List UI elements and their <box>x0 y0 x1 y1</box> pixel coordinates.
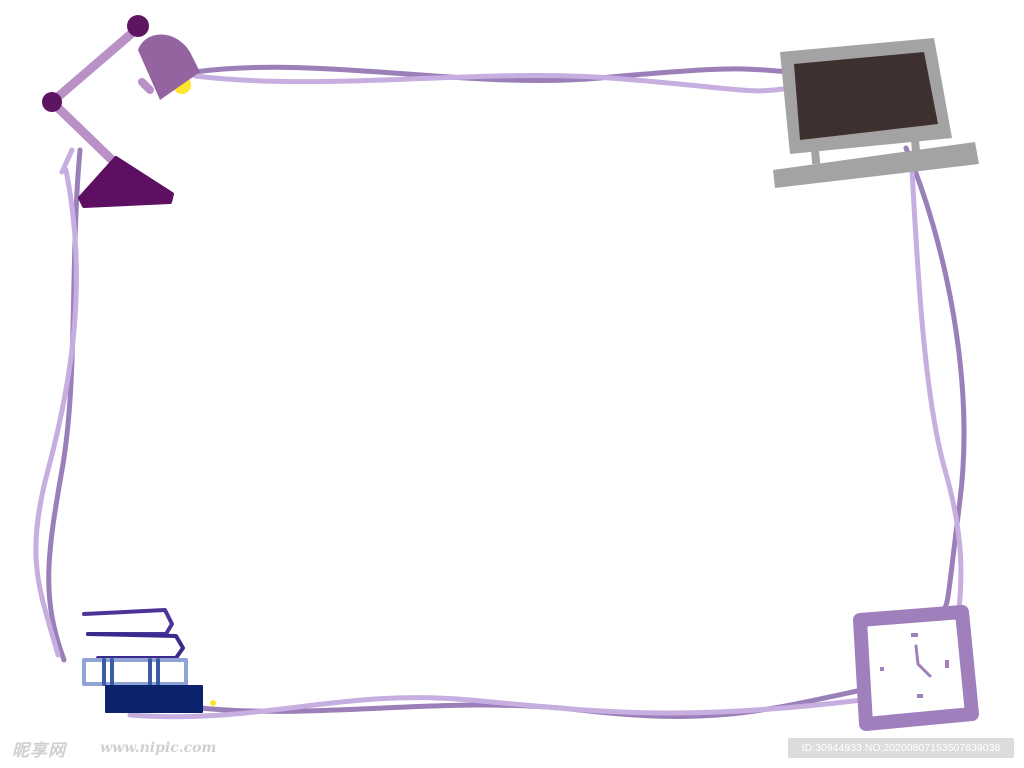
wall-clock-icon <box>853 605 979 731</box>
computer-monitor-icon <box>773 38 979 188</box>
bottom-border <box>127 687 865 720</box>
top-border <box>192 64 793 94</box>
book-stack-icon <box>82 608 216 713</box>
left-border <box>33 147 83 663</box>
watermark-logo: 昵享网 <box>12 741 66 761</box>
watermark-url: www.nipic.com <box>100 740 217 756</box>
right-border <box>903 145 967 623</box>
desk-lamp-icon <box>42 15 200 208</box>
image-id-badge: ID:30944933 NO:20200807153507839038 <box>788 738 1014 758</box>
